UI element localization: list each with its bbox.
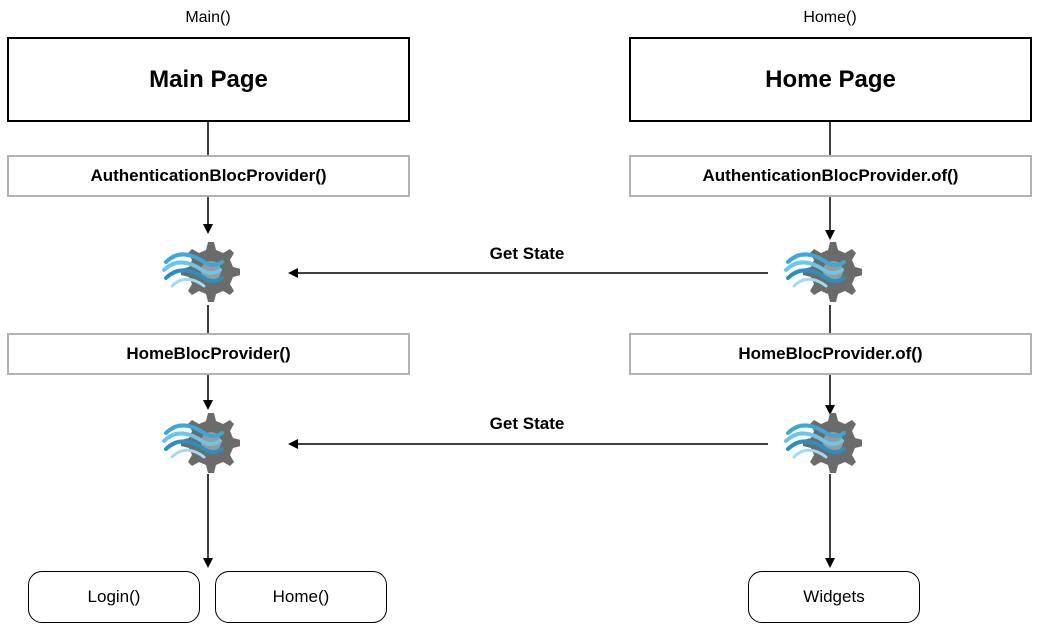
auth-bloc-provider-of-box: AuthenticationBlocProvider.of() — [629, 155, 1032, 197]
home-page-title: Home Page — [765, 65, 896, 93]
home-output-label: Home() — [272, 587, 330, 606]
widgets-output-label: Widgets — [803, 587, 865, 606]
bloc-gear-icon — [162, 413, 240, 473]
home-bloc-provider-box: HomeBlocProvider() — [7, 333, 410, 375]
get-state-label-1: Get State — [489, 244, 565, 263]
login-output-label: Login() — [87, 587, 141, 606]
login-output-box: Login() — [28, 571, 200, 623]
home-bloc-provider-of-label: HomeBlocProvider.of() — [738, 344, 923, 363]
home-output-box: Home() — [215, 571, 387, 623]
get-state-label-2: Get State — [489, 414, 565, 433]
home-page-box: Home Page — [629, 37, 1032, 122]
home-caption: Home() — [803, 9, 857, 26]
bloc-gear-icon — [162, 242, 240, 302]
widgets-output-box: Widgets — [748, 571, 920, 623]
main-page-title: Main Page — [149, 65, 268, 93]
bloc-gear-icon — [784, 242, 862, 302]
auth-bloc-provider-label: AuthenticationBlocProvider() — [90, 166, 327, 185]
bloc-gear-icon — [784, 413, 862, 473]
home-bloc-provider-of-box: HomeBlocProvider.of() — [629, 333, 1032, 375]
main-caption: Main() — [185, 9, 231, 26]
auth-bloc-provider-of-label: AuthenticationBlocProvider.of() — [702, 166, 959, 185]
main-page-box: Main Page — [7, 37, 410, 122]
auth-bloc-provider-box: AuthenticationBlocProvider() — [7, 155, 410, 197]
home-bloc-provider-label: HomeBlocProvider() — [126, 344, 291, 363]
